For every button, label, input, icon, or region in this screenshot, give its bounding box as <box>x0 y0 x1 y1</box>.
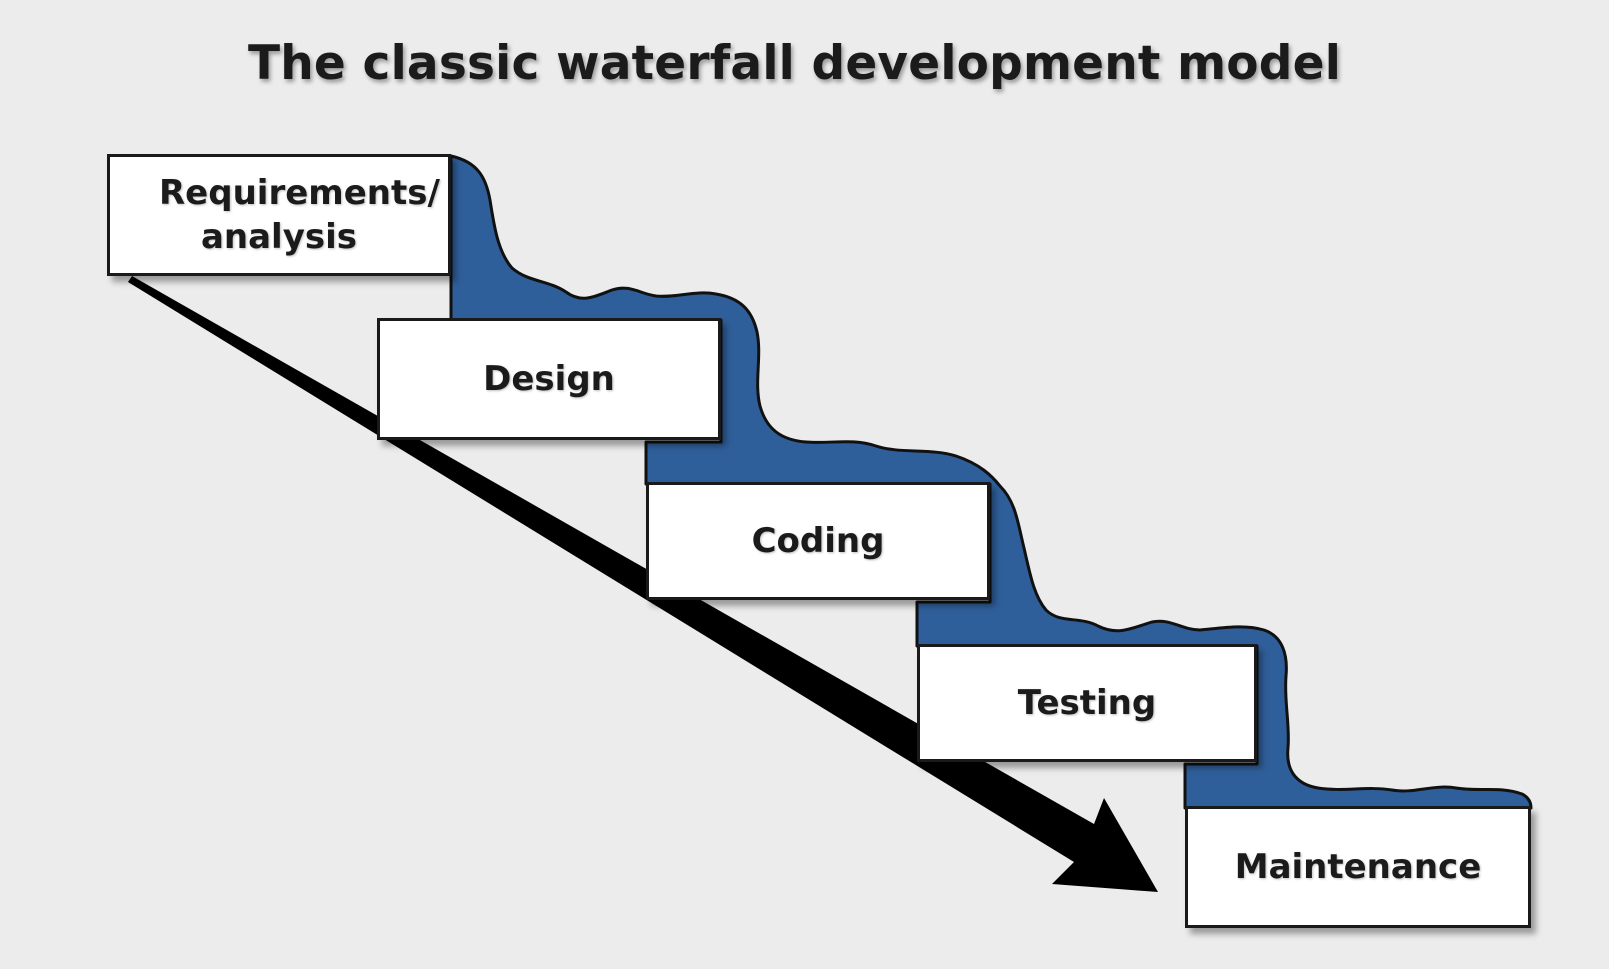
water-stream <box>449 154 1533 810</box>
step-coding-label: Coding <box>751 520 885 561</box>
step-requirements-analysis: Requirements/ analysis <box>107 154 451 276</box>
step-design: Design <box>377 318 721 440</box>
step-requirements-analysis-label: Requirements/ analysis <box>159 172 440 257</box>
step-design-label: Design <box>483 358 615 399</box>
step-coding: Coding <box>646 482 990 600</box>
step-maintenance-label: Maintenance <box>1234 846 1482 887</box>
step-testing-label: Testing <box>1017 682 1157 723</box>
diagram-title: The classic waterfall development model <box>247 36 1342 91</box>
step-maintenance: Maintenance <box>1185 806 1531 928</box>
step-testing: Testing <box>917 644 1257 762</box>
